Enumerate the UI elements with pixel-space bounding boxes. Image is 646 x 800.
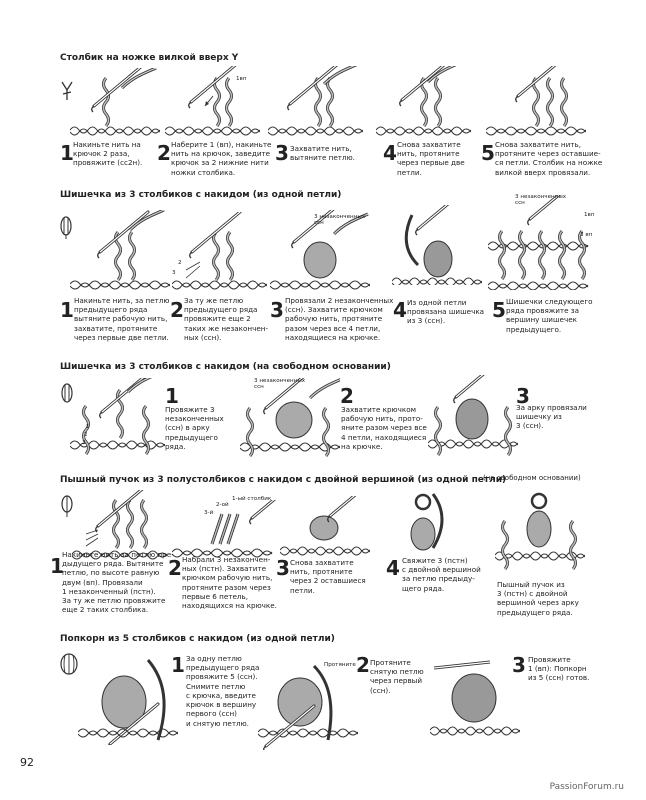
label-first-stitch: 1-ый столбик [232,496,272,502]
illustration [270,210,370,290]
label-unfinished: 3 незаконченных ссн [254,378,306,391]
step-number: 3 [270,298,284,322]
step-number: 3 [512,653,526,677]
illustration [172,500,282,558]
label-vp: 1вп [584,212,595,218]
illustration [258,664,358,750]
label-unfinished: 3 незаконченных ссн [314,214,366,227]
section-title: Шишечка из 3 столбиков с накидом (из одн… [60,190,342,200]
step-caption: Накиньте нить на крючок 2 раза, провяжит… [73,140,143,168]
step-caption: За ту же петлю предыдущего ряда провяжит… [184,296,269,342]
step-number: 5 [492,298,506,322]
illustration [495,492,585,571]
step-caption: За арку провязали шишечку из 3 (ссн). [516,403,587,431]
step-caption: Захватите крючком рабочую нить, прото- я… [341,405,427,451]
step-number: 4 [386,556,400,580]
illustration [72,490,167,560]
step-number: 2 [356,653,370,677]
step-caption: Накиньте нить, за петлю предыдущего ряда… [74,296,170,342]
label-2: 2 [178,260,182,266]
step-caption: Провязали 2 незаконченных (ссн). Захвати… [285,296,394,342]
step-caption: Снова захватите нить, протяните через 2 … [290,558,366,595]
step-caption: Наберите 1 (вп), накиньте нить на крючок… [171,140,272,177]
illustration [172,212,267,290]
step-number: 4 [393,298,407,322]
step-caption: Захватите нить, вытяните петлю. [290,144,355,163]
illustration [430,660,520,736]
label-1: 1 [86,424,90,430]
label-third: 3-й [204,510,214,516]
step-number: 1 [171,653,185,677]
footer-watermark: PassionForum.ru [549,782,624,792]
section-title: Пышный пучок из 3 полустолбиков с накидо… [60,475,507,485]
illustration [268,66,363,136]
step-number: 3 [275,141,289,165]
step-caption: Снова захватите нить, протяните через ос… [495,140,603,177]
illustration [240,378,340,458]
step-number: 5 [481,141,495,165]
step-caption: Накиньте нить за петлю пре- дыдущего ряд… [62,550,174,615]
illustration [70,378,165,456]
step-number: 4 [383,141,397,165]
section-note: (на свободном основании) [483,474,581,482]
step-caption: Снова захватите нить, протяните через пе… [397,140,465,177]
step-caption: Из одной петли провязана шишечка из 3 (с… [407,298,485,326]
stitch-symbol-icon [61,495,73,517]
illustration [78,659,178,745]
label-3: 3 [82,440,86,446]
section-title: Попкорн из 5 столбиков с накидом (из одн… [60,634,335,644]
step-number: 1 [165,384,179,408]
step-caption: Набрали 3 незакончен- ных (пстн). Захват… [182,555,277,611]
section-title: Столбик на ножке вилкой вверх Y [60,53,239,63]
step-caption: Протяните снятую петлю через первый (ссн… [370,658,424,695]
stitch-symbol-icon [60,653,78,675]
step-number: 3 [276,556,290,580]
step-caption: Свяжите 3 (пстн) с двойной вершиной за п… [402,556,481,593]
step-caption: Провяжите 1 (вп): Попкорн из 5 (ссн) гот… [528,655,590,683]
illustration [70,68,160,136]
step-number: 3 [516,384,530,408]
step-caption: За одну петлю предыдущего ряда провяжите… [186,654,260,728]
label-pull: Протяните [324,662,356,668]
label-vp: 1вп [236,76,247,82]
step-number: 2 [157,141,171,165]
section-title: Шишечка из 3 столбиков с накидом (на сво… [60,362,391,372]
illustration [486,66,586,136]
step-caption: Провяжите 3 незаконченных (ссн) в арку п… [165,405,224,451]
illustration [488,195,589,290]
step-number: 1 [60,298,74,322]
label-vp3: 3 вп [580,232,593,238]
step-number: 1 [50,554,64,578]
step-number: 2 [340,384,354,408]
stitch-symbol-icon [60,216,72,239]
illustration [165,66,260,136]
page-number: 92 [20,756,34,769]
step-number: 2 [168,556,182,580]
step-caption: Пышный пучок из 3 (пстн) с двойной верши… [497,580,579,617]
illustration [392,205,482,285]
label-second: 2-ой [216,502,229,508]
illustration [376,66,471,136]
illustration [280,496,370,556]
step-caption: Шишечки следующего ряда провяжите за вер… [506,297,593,334]
label-unfinished: 3 незаконченных ссн [515,194,567,207]
stitch-symbol-icon [61,383,73,403]
stitch-symbol-icon [61,81,73,100]
illustration [410,493,444,551]
step-number: 2 [170,298,184,322]
label-3: 3 [172,270,176,276]
illustration [70,210,170,290]
label-2: 2 [84,432,88,438]
step-number: 1 [60,141,74,165]
illustration [428,375,518,457]
